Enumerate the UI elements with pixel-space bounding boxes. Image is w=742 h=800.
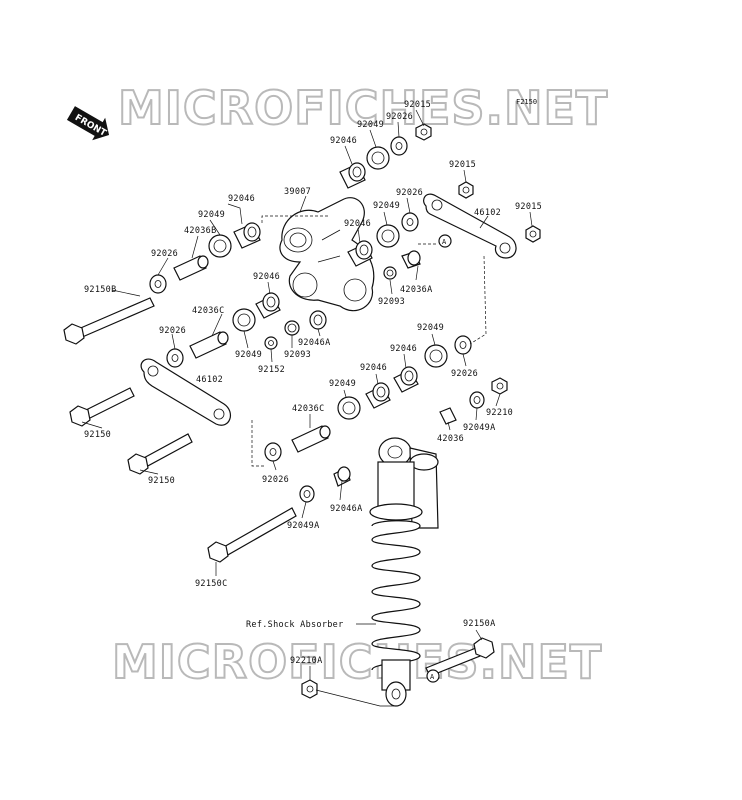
rocker-arm-39007 (279, 197, 375, 312)
label-92046a: 92046A (298, 338, 331, 348)
collar-42036a (401, 250, 421, 269)
label-92049: 92049 (235, 350, 262, 360)
shock-absorber (369, 437, 439, 707)
seal-92049-left2 (232, 308, 256, 332)
label-92049: 92049 (373, 201, 400, 211)
label-92152: 92152 (258, 365, 285, 375)
label-92049: 92049 (417, 323, 444, 333)
seal-92049a-lower (299, 485, 315, 503)
seal-92049-mid (376, 224, 400, 248)
label-92210a: 92210A (290, 656, 323, 666)
label-92150b: 92150B (84, 285, 117, 295)
nut-92210 (491, 377, 508, 395)
label-42036a: 42036A (400, 285, 433, 295)
label-92093: 92093 (284, 350, 311, 360)
nut-92015-top (415, 123, 432, 141)
bearing-92046-center (347, 240, 373, 267)
bearing-92046-right2 (365, 382, 391, 409)
svg-text:A: A (442, 238, 447, 246)
seal-92049-right2 (337, 396, 361, 420)
nut-92210a (301, 679, 318, 699)
label-42036c: 42036C (192, 306, 225, 316)
seal-92049-right (424, 344, 448, 368)
seal-92049-top (366, 146, 390, 170)
bolt-92150b (63, 297, 155, 345)
washer-92026-left (149, 274, 167, 294)
nut-92015-right (525, 225, 541, 243)
label-92210: 92210 (486, 408, 513, 418)
label-92150c: 92150C (195, 579, 228, 589)
label-42036b: 42036B (184, 226, 217, 236)
washer-92026-left2 (166, 348, 184, 368)
reference-label: Ref.Shock Absorber (246, 620, 344, 630)
bolt-92150c (207, 507, 297, 563)
watermark-top: MICROFICHES.NET (118, 81, 608, 135)
label-92046: 92046 (228, 194, 255, 204)
oring-92093-center (383, 266, 397, 280)
callout-a-upper: A (438, 234, 452, 248)
watermark-bottom: MICROFICHES.NET (112, 635, 602, 689)
label-92026: 92026 (451, 369, 478, 379)
tie-rod-46102-left (140, 358, 232, 426)
label-92026: 92026 (386, 112, 413, 122)
bearing-92046-lower (255, 292, 281, 319)
label-92015: 92015 (449, 160, 476, 170)
label-42036c: 42036C (292, 404, 325, 414)
label-39007: 39007 (284, 187, 311, 197)
front-arrow-icon: FRONT (66, 106, 110, 141)
nut-92015-mid (458, 181, 474, 199)
part-labels: 92015 92026 92049 92046 39007 92015 9202… (84, 100, 542, 666)
collar-42036c-left (189, 331, 229, 359)
label-92046: 92046 (330, 136, 357, 146)
washer-92152 (264, 336, 278, 350)
label-92049a: 92049A (463, 423, 496, 433)
svg-text:A: A (430, 673, 435, 681)
label-92093: 92093 (378, 297, 405, 307)
label-92150: 92150 (84, 430, 111, 440)
label-92046: 92046 (390, 344, 417, 354)
label-92026: 92026 (396, 188, 423, 198)
bearing-92046-left (233, 222, 261, 249)
label-42036: 42036 (437, 434, 464, 444)
bolt-42036 (439, 407, 457, 425)
label-46102: 46102 (196, 375, 223, 385)
label-92026: 92026 (151, 249, 178, 259)
label-92015: 92015 (515, 202, 542, 212)
label-92049: 92049 (329, 379, 356, 389)
bolt-92150-lower (127, 433, 193, 475)
label-92150a: 92150A (463, 619, 496, 629)
label-92046: 92046 (360, 363, 387, 373)
label-92026: 92026 (262, 475, 289, 485)
collar-42036c-mid (291, 425, 331, 453)
bearing-92046-top (339, 162, 366, 189)
figure-code: F2150 (516, 98, 537, 106)
bearing-92046-right (393, 366, 419, 393)
label-92015: 92015 (404, 100, 431, 110)
label-92046: 92046 (344, 219, 371, 229)
label-92049: 92049 (198, 210, 225, 220)
collar-42036b (173, 255, 209, 281)
oring-92093-left (284, 320, 300, 336)
bearing-92046a-lower (333, 466, 351, 487)
callout-a-lower: A (426, 669, 440, 683)
washer-92026-mid (401, 212, 419, 232)
bearing-92046a-top (309, 310, 327, 330)
leader-lines (81, 109, 533, 707)
label-92026: 92026 (159, 326, 186, 336)
washer-92026-lower (264, 442, 282, 462)
label-92046: 92046 (253, 272, 280, 282)
bolt-92150-upper (69, 387, 135, 427)
washer-92026-right (454, 335, 472, 355)
tie-rod-46102-right (423, 193, 517, 259)
seal-92049-left (208, 234, 232, 258)
label-46102: 46102 (474, 208, 501, 218)
label-92150: 92150 (148, 476, 175, 486)
label-92046a: 92046A (330, 504, 363, 514)
label-92049: 92049 (357, 120, 384, 130)
seal-92049a-top (469, 391, 485, 409)
label-92049a: 92049A (287, 521, 320, 531)
washer-92026-top (390, 136, 408, 156)
